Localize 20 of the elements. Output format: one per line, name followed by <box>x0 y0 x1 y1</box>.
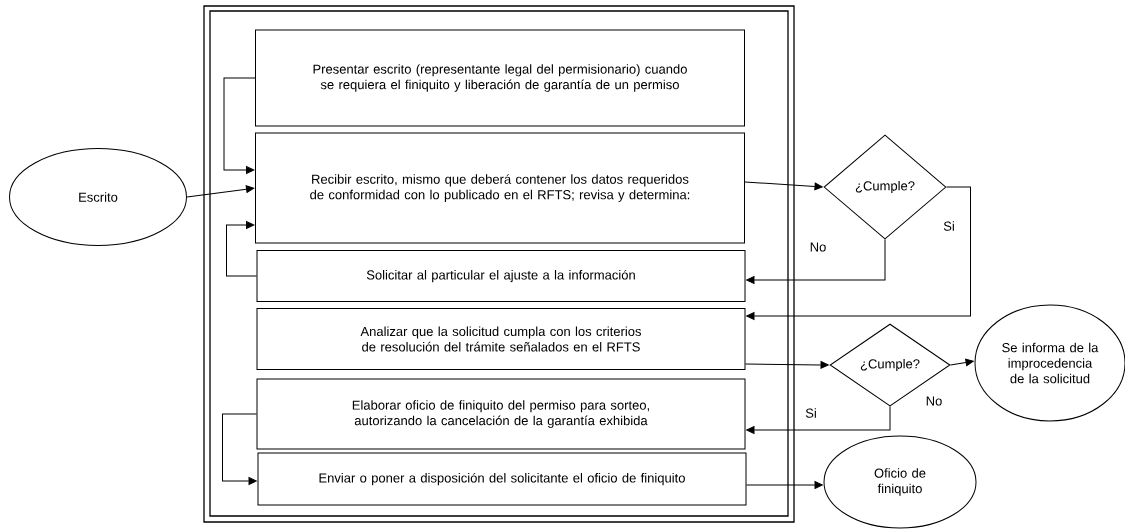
process-box: Enviar o poner a disposición del solicitante el oficio de finiquito <box>257 452 747 506</box>
arrow <box>746 406 891 434</box>
arrow <box>222 413 257 485</box>
edge-label: No <box>808 241 828 253</box>
process-box: Recibir escrito, mismo que deberá contener los datos requeridos de conformidad con lo publicado en el RFTS; revisa y determina: <box>255 132 745 244</box>
process-box: Presentar escrito (representante legal del permisionario) cuando se requiera el finiquito y liberación de garantía de un permiso <box>255 29 745 127</box>
edge-label: No <box>924 395 944 407</box>
arrow <box>746 186 971 320</box>
arrow <box>744 181 823 191</box>
arrow <box>226 221 257 277</box>
edge-label: Si <box>804 407 818 419</box>
process-box: Analizar que la solicitud cumpla con los criterios de resolución del trámite señalados en el RFTS <box>256 308 746 370</box>
process-box: Solicitar al particular el ajuste a la información <box>256 250 746 302</box>
arrow <box>746 481 823 489</box>
arrow <box>745 361 829 369</box>
arrow <box>746 239 886 284</box>
arrow <box>223 77 256 174</box>
arrow <box>186 185 255 198</box>
process-box: Elaborar oficio de finiquito del permiso para sorteo, autorizando la cancelación de la garantía exhibida <box>256 378 746 450</box>
arrow <box>950 358 974 367</box>
